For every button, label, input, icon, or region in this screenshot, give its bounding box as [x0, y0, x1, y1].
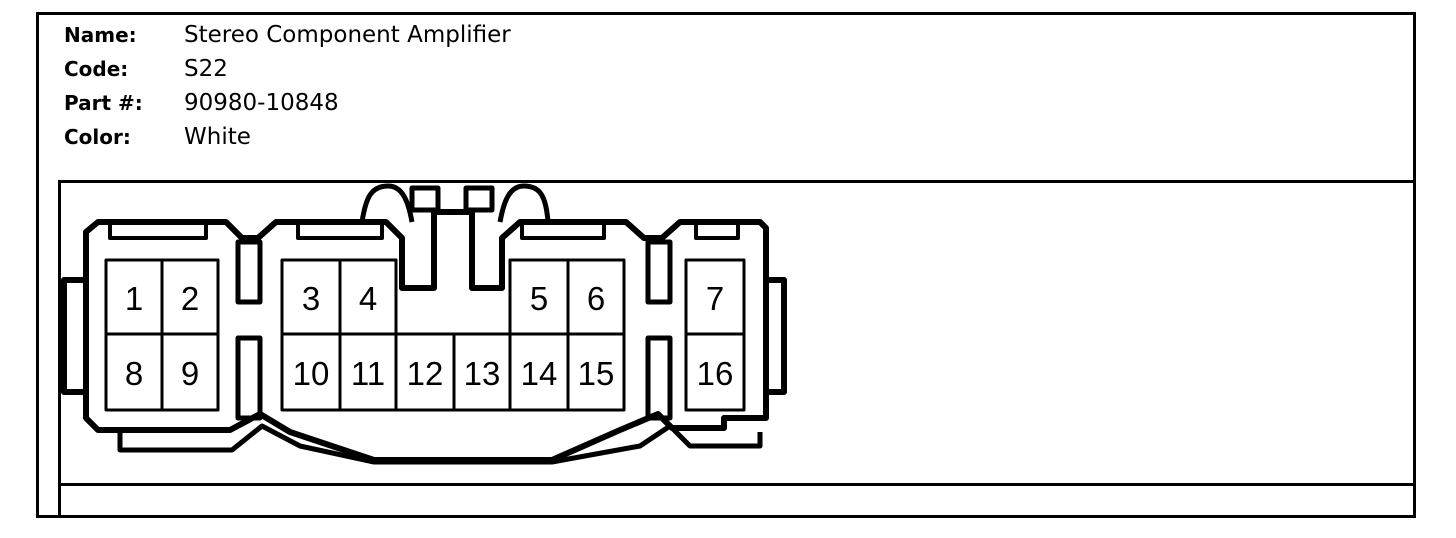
top-key-right	[463, 185, 495, 213]
pin-cells	[104, 258, 746, 412]
pin-label-13: 13	[464, 355, 501, 392]
pin-label-11: 11	[351, 355, 385, 392]
top-lock-left	[359, 183, 415, 223]
pin-label-3: 3	[302, 280, 320, 317]
part-value: 90980-10848	[184, 90, 339, 116]
pin-label-8: 8	[125, 355, 143, 392]
document-frame	[36, 12, 1416, 518]
pin-label-10: 10	[293, 355, 330, 392]
divider-slot-1	[235, 239, 263, 305]
part-label: Part #:	[64, 91, 143, 115]
pin-cell-9	[160, 332, 220, 412]
top-lock-right	[497, 183, 551, 223]
connector-housing	[83, 209, 769, 463]
pin-label-16: 16	[697, 355, 734, 392]
bottom-strip	[58, 483, 1414, 518]
pin-label-9: 9	[181, 355, 199, 392]
pin-cell-15	[566, 332, 626, 412]
pin-label-1: 1	[125, 280, 143, 317]
top-key-left	[409, 185, 441, 213]
code-value: S22	[184, 56, 228, 82]
code-label: Code:	[64, 57, 129, 81]
diagram-box	[58, 180, 1416, 486]
color-value: White	[184, 124, 251, 150]
pin-label-6: 6	[587, 280, 605, 317]
ridge-2	[296, 220, 384, 240]
left-latch	[61, 277, 89, 395]
pin-label-2: 2	[181, 280, 199, 317]
pin-cell-16	[684, 332, 746, 412]
housing-rim	[117, 423, 763, 465]
name-value: Stereo Component Amplifier	[184, 22, 511, 48]
divider-slot-2	[235, 335, 263, 421]
pin-label-15: 15	[578, 355, 615, 392]
pin-label-12: 12	[407, 355, 444, 392]
pin-label-5: 5	[530, 280, 548, 317]
pin-label-7: 7	[706, 280, 724, 317]
ridge-1	[108, 220, 208, 240]
pin-label-4: 4	[359, 280, 377, 317]
ridge-4	[694, 220, 740, 240]
color-label: Color:	[64, 125, 131, 149]
name-label: Name:	[64, 23, 137, 47]
ridge-3	[520, 220, 606, 240]
divider-slot-4	[645, 335, 673, 421]
right-latch	[763, 277, 787, 395]
pin-label-14: 14	[521, 355, 558, 392]
divider-slot-3	[645, 239, 673, 305]
